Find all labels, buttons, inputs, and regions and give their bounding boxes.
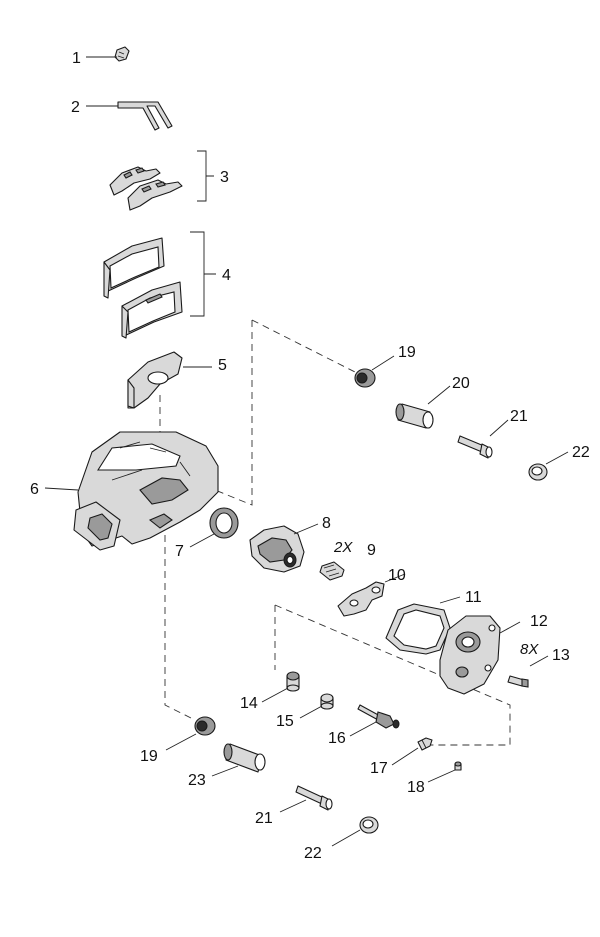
callout-19-bottom: 19	[140, 748, 158, 765]
part-5-plate	[127, 351, 183, 409]
callout-22-top: 22	[572, 444, 590, 461]
part-15-cap	[320, 693, 334, 710]
callout-19-top: 19	[398, 344, 416, 361]
group-braces	[190, 150, 216, 317]
part-23-sleeve	[223, 743, 266, 773]
part-18-pin	[454, 761, 462, 771]
callout-15: 15	[276, 713, 294, 730]
leader-lines	[44, 56, 569, 847]
callout-12: 12	[530, 613, 548, 630]
callout-17: 17	[370, 760, 388, 777]
part-1-clip	[114, 46, 130, 62]
part-17-clip	[417, 737, 433, 751]
part-19-ring-top	[354, 368, 376, 388]
callout-21-top: 21	[510, 408, 528, 425]
callout-13: 13	[552, 647, 570, 664]
callout-2: 2	[71, 99, 80, 116]
callout-20: 20	[452, 375, 470, 392]
callout-16: 16	[328, 730, 346, 747]
part-13-bolt	[507, 675, 529, 688]
part-11-gasket	[385, 603, 451, 655]
part-20-sleeve	[395, 403, 434, 429]
part-10-lever	[337, 581, 385, 617]
callout-4: 4	[222, 267, 231, 284]
part-6-caliper-housing	[73, 431, 219, 551]
quantity-13: 8X	[520, 641, 539, 658]
callout-3: 3	[220, 169, 229, 186]
callout-8: 8	[322, 515, 331, 532]
part-8-actuator	[249, 525, 305, 573]
part-22-cap-bottom	[359, 816, 379, 834]
callout-6: 6	[30, 481, 39, 498]
part-22-cap-top	[528, 463, 548, 481]
callout-14: 14	[240, 695, 258, 712]
part-9-spring	[319, 561, 345, 581]
part-4-brake-pads	[103, 237, 183, 339]
part-7-seal	[209, 507, 239, 539]
callout-21-bottom: 21	[255, 810, 273, 827]
callout-22-bottom: 22	[304, 845, 322, 862]
part-14-bushing	[286, 671, 300, 692]
callout-10: 10	[388, 567, 406, 584]
quantity-9: 2X	[333, 539, 353, 556]
part-2-retaining-bar	[117, 101, 173, 131]
callout-5: 5	[218, 357, 227, 374]
part-12-cover	[439, 615, 501, 695]
callout-18: 18	[407, 779, 425, 796]
part-16-shaft	[357, 704, 400, 729]
callout-11: 11	[465, 589, 482, 606]
callout-1: 1	[72, 50, 81, 67]
callout-7: 7	[175, 543, 184, 560]
part-21-pin-top	[457, 435, 493, 459]
part-21-pin-bottom	[295, 785, 333, 811]
callout-9: 9	[367, 542, 376, 559]
part-3-pad-springs	[109, 166, 183, 211]
callout-23: 23	[188, 772, 206, 789]
part-19-ring-bottom	[194, 716, 216, 736]
callout-numbers: 1 2 3 4 5 6 7 8 2X 9 10 11 12 8X 13 14 1…	[30, 50, 590, 862]
